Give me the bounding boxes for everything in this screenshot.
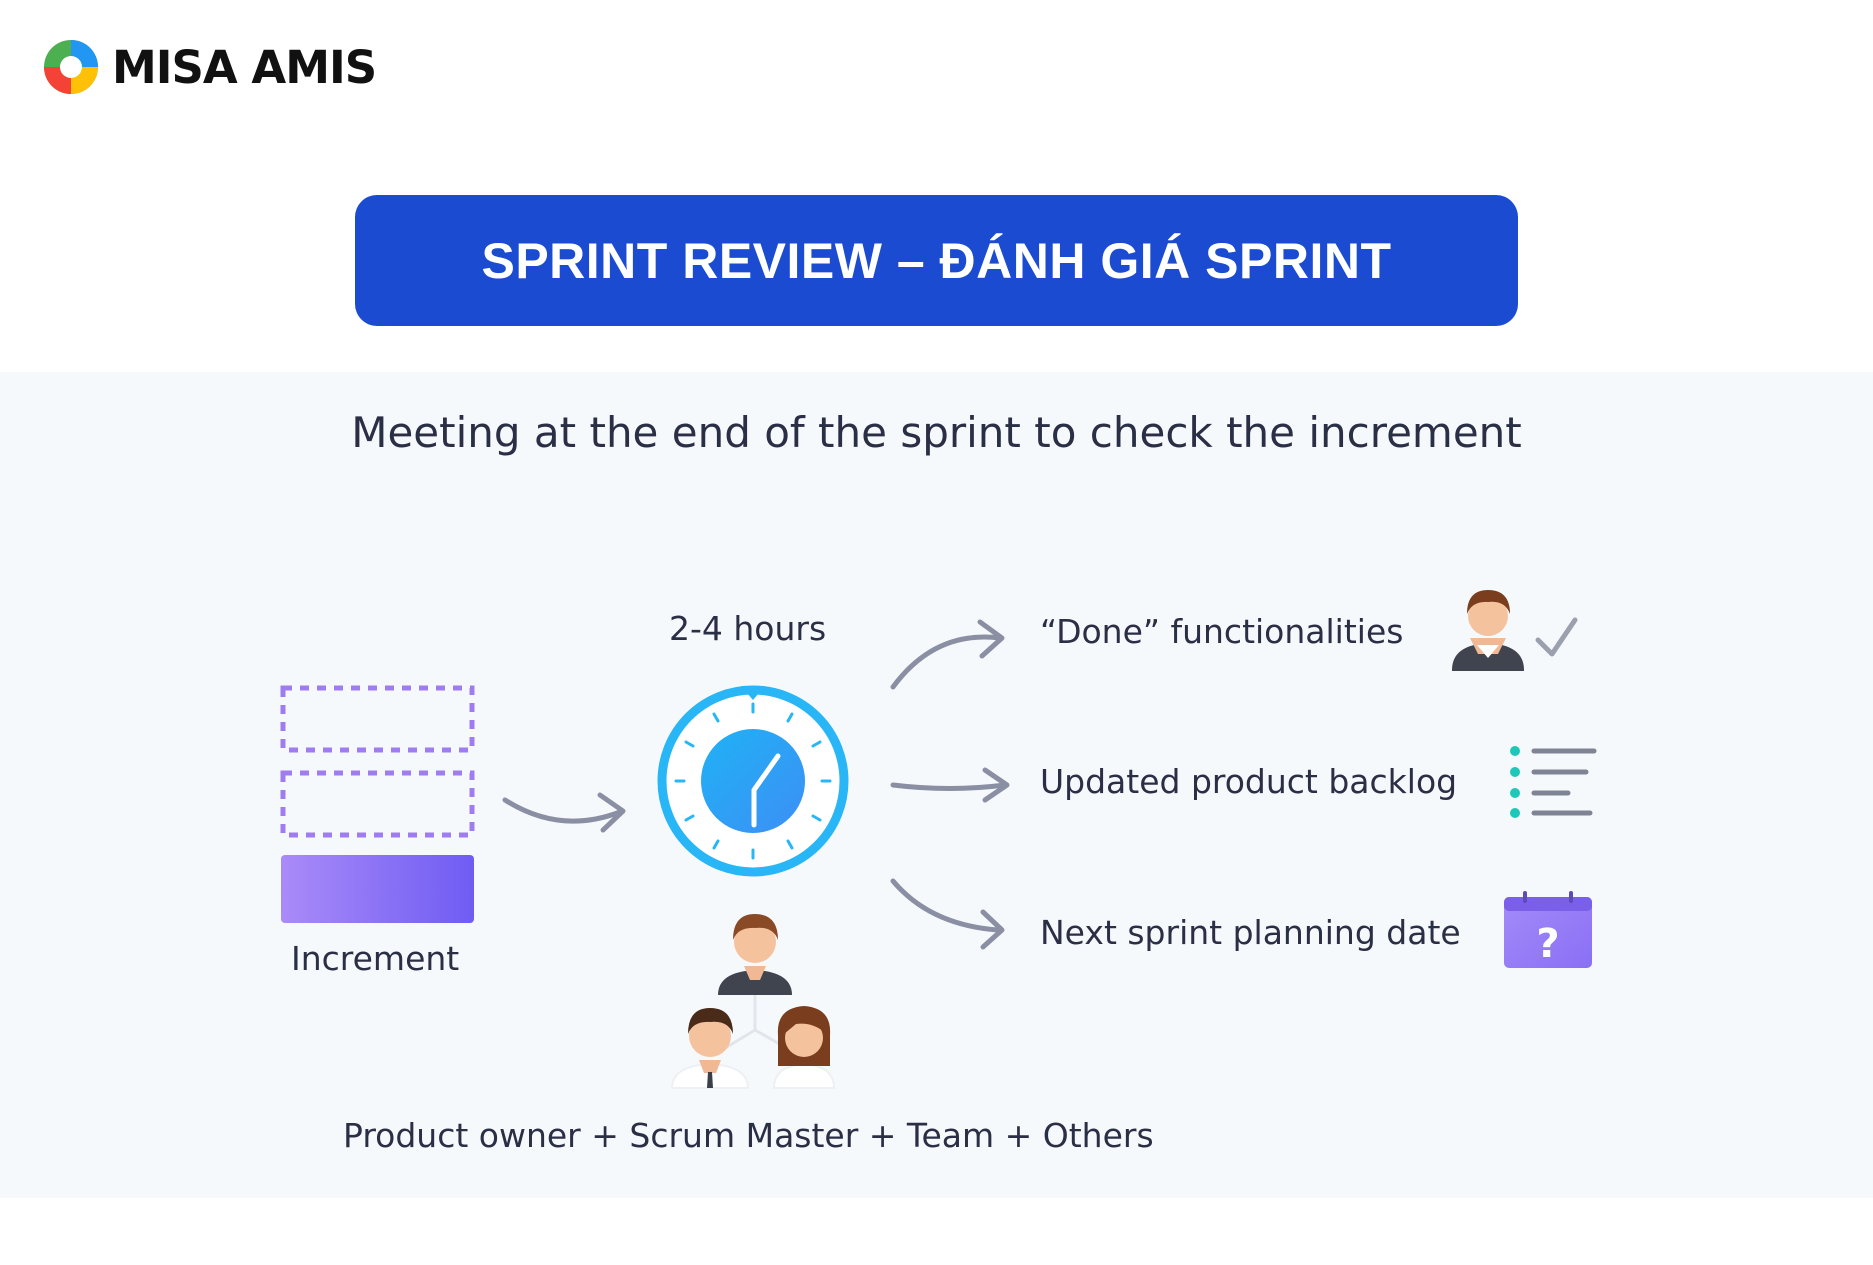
output-done-label: “Done” functionalities bbox=[1040, 612, 1404, 651]
increment-stack-icon bbox=[280, 685, 475, 923]
output-planning-label: Next sprint planning date bbox=[1040, 913, 1461, 952]
diagram-panel bbox=[0, 372, 1873, 1198]
list-icon bbox=[1510, 746, 1597, 818]
output-arrows bbox=[890, 619, 1010, 950]
person-check-icon bbox=[1452, 590, 1578, 671]
timer-clock-icon bbox=[657, 685, 849, 877]
arrow-to-timer-icon bbox=[502, 797, 623, 824]
timer-duration-label: 2-4 hours bbox=[669, 609, 827, 648]
calendar-question-icon: ? bbox=[1504, 891, 1592, 968]
misa-logo-icon bbox=[44, 40, 98, 94]
participants-label: Product owner + Scrum Master + Team + Ot… bbox=[343, 1116, 1154, 1155]
logo-text: MISA AMIS bbox=[112, 40, 377, 94]
increment-label: Increment bbox=[291, 939, 460, 978]
output-backlog-label: Updated product backlog bbox=[1040, 762, 1458, 801]
banner-title: SPRINT REVIEW – ĐÁNH GIÁ SPRINT bbox=[481, 232, 1392, 289]
svg-text:?: ? bbox=[1536, 921, 1559, 967]
diagram-subtitle: Meeting at the end of the sprint to chec… bbox=[351, 408, 1522, 457]
brand-logo: MISA AMIS bbox=[42, 38, 377, 96]
team-group-icon bbox=[670, 914, 836, 1089]
title-banner: SPRINT REVIEW – ĐÁNH GIÁ SPRINT bbox=[355, 195, 1518, 326]
